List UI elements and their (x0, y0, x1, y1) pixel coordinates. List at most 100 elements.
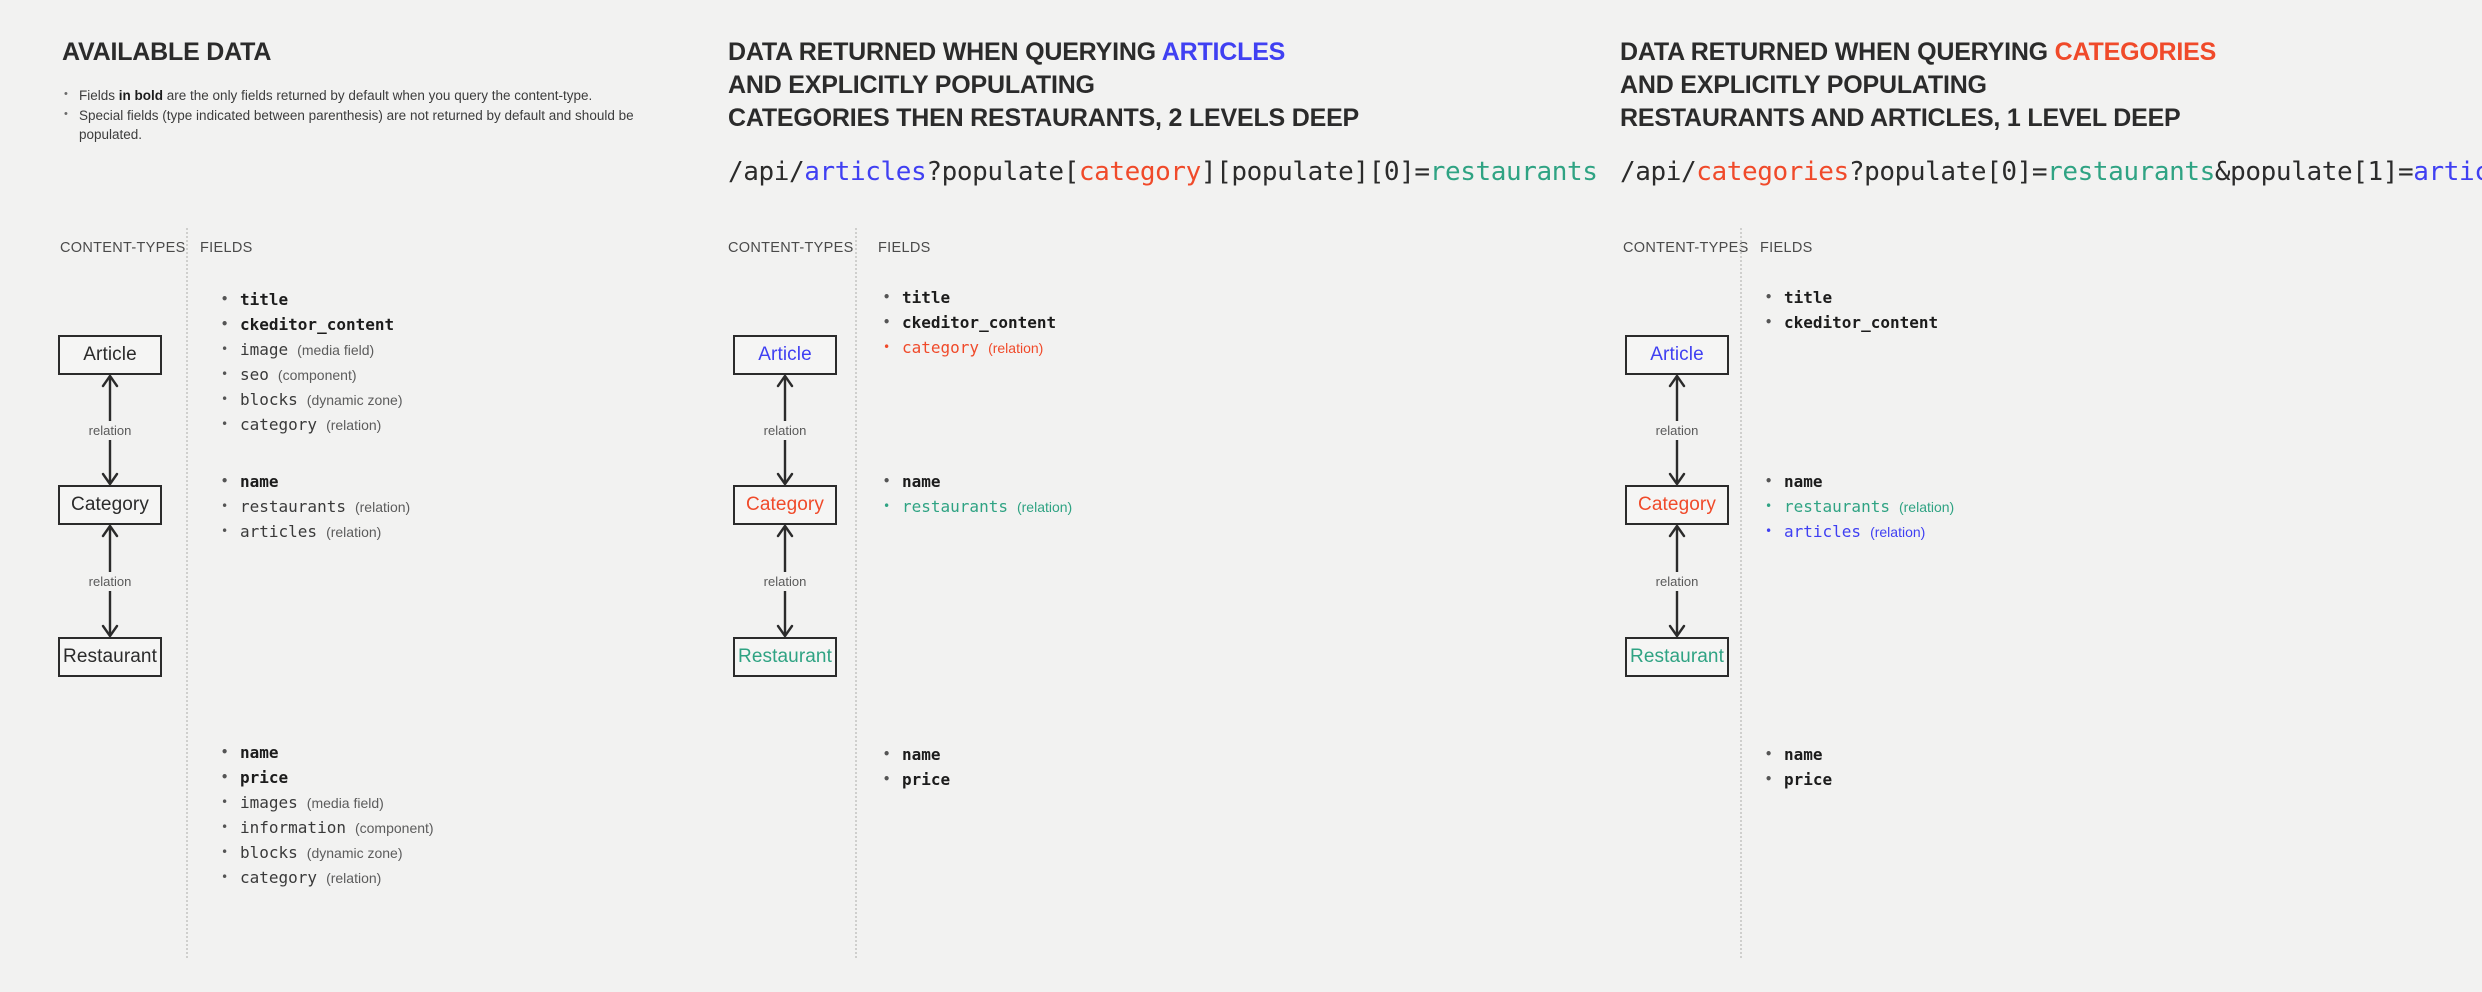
intro-notes: Fields in bold are the only fields retur… (62, 85, 682, 145)
heading-segment: ARTICLES (1161, 38, 1286, 66)
field-name: blocks (240, 390, 298, 409)
field-name: price (902, 770, 951, 789)
field-name: ckeditor_content (902, 313, 1057, 332)
field-name: name (240, 472, 279, 491)
field-row: title (218, 291, 403, 308)
content-type-box-restaurant[interactable]: Restaurant (733, 637, 837, 677)
api-query-string: /api/categories?populate[0]=restaurants&… (1620, 157, 2482, 187)
content-type-label: Category (71, 494, 149, 515)
content-type-box-article[interactable]: Article (1625, 335, 1729, 375)
field-list-article: titleckeditor_content (1762, 289, 1938, 340)
field-row: price (880, 770, 951, 789)
field-name: name (240, 743, 279, 762)
field-type: (relation) (326, 870, 382, 886)
relation-connector (93, 375, 127, 485)
field-row: name (218, 472, 410, 491)
relation-connector (1660, 525, 1694, 637)
content-type-label: Article (83, 344, 137, 365)
content-type-box-category[interactable]: Category (58, 485, 162, 525)
caption-content-types: CONTENT-TYPES (60, 240, 186, 256)
field-row: restaurants(relation) (1762, 497, 1954, 516)
relation-label: relation (1650, 421, 1704, 440)
caption-fields: FIELDS (200, 240, 253, 256)
field-name: seo (240, 365, 269, 384)
field-row: price (1762, 770, 1833, 789)
query-segment: restaurants (1429, 157, 1598, 187)
relation-connector (768, 525, 802, 637)
query-segment: articles (2413, 157, 2482, 187)
intro-bullet: Fields in bold are the only fields retur… (62, 85, 682, 105)
field-name: name (902, 745, 941, 764)
query-segment: &populate[1]= (2214, 157, 2414, 187)
field-row: category(relation) (218, 415, 403, 434)
field-row: price (218, 768, 434, 787)
content-type-label: Article (1650, 344, 1704, 365)
field-name: articles (1784, 522, 1862, 541)
query-segment: category (1078, 157, 1201, 187)
field-row: blocks(dynamic zone) (218, 843, 434, 862)
field-type: (dynamic zone) (306, 392, 403, 408)
content-type-box-restaurant[interactable]: Restaurant (1625, 637, 1729, 677)
relation-label: relation (758, 421, 812, 440)
heading-segment: RESTAURANTS AND ARTICLES, 1 LEVEL DEEP (1620, 104, 2181, 132)
field-row: category (relation) (218, 868, 434, 887)
heading-segment: AND EXPLICITLY POPULATING (728, 71, 1095, 99)
field-row: ckeditor_content (218, 315, 403, 334)
field-name: information (240, 818, 346, 837)
content-type-label: Category (1638, 494, 1716, 515)
content-type-box-article[interactable]: Article (733, 335, 837, 375)
heading-segment: DATA RETURNED WHEN QUERYING (728, 38, 1162, 66)
field-row: name (1762, 745, 1832, 764)
field-name: restaurants (902, 497, 1008, 516)
api-query-string: /api/articles?populate[category][populat… (728, 157, 1598, 187)
field-row: blocks (dynamic zone) (218, 390, 403, 409)
column-divider (855, 228, 857, 958)
field-name: ckeditor_content (240, 315, 395, 334)
field-row: name (1762, 473, 1954, 490)
column-divider (186, 228, 188, 958)
field-row: information(component) (218, 818, 434, 837)
field-list-article: title ckeditor_content image(media field) s… (218, 291, 403, 442)
field-name: image (240, 340, 289, 359)
caption-content-types: CONTENT-TYPES (1623, 240, 1749, 256)
content-type-label: Restaurant (738, 646, 832, 667)
field-name: name (1784, 745, 1823, 764)
field-row: image(media field) (218, 340, 403, 359)
field-list-restaurant: name price (880, 745, 951, 797)
field-row: restaurants(relation) (880, 497, 1072, 516)
field-row: articles (relation) (1762, 522, 1954, 541)
query-segment: categories (1696, 157, 1849, 187)
content-type-label: Category (746, 494, 824, 515)
field-name: restaurants (1784, 497, 1890, 516)
field-type: (relation) (354, 499, 411, 515)
field-name: price (1784, 770, 1833, 789)
content-type-box-restaurant[interactable]: Restaurant (58, 637, 162, 677)
field-type: (component) (277, 367, 357, 383)
content-type-box-category[interactable]: Category (733, 485, 837, 525)
field-name: price (240, 768, 289, 787)
field-row: name (218, 743, 434, 762)
relation-label: relation (758, 572, 812, 591)
field-row: category(relation) (880, 339, 1056, 356)
heading-segment: AVAILABLE DATA (62, 38, 272, 66)
field-row: name (880, 472, 1072, 491)
content-type-label: Restaurant (63, 646, 157, 667)
heading-segment: DATA RETURNED WHEN QUERYING (1620, 38, 2055, 66)
content-type-box-category[interactable]: Category (1625, 485, 1729, 525)
panel-heading: AVAILABLE DATA (62, 36, 271, 69)
field-list-category: name restaurants(relation) (880, 472, 1072, 524)
field-row: title (880, 289, 1056, 306)
query-segment: ?populate[0]= (1848, 157, 2048, 187)
content-type-label: Article (758, 344, 812, 365)
relation-connector (93, 525, 127, 637)
field-type: (media field) (306, 795, 384, 811)
field-name: name (902, 472, 941, 491)
field-type: (relation) (1870, 524, 1926, 540)
field-name: category (240, 415, 318, 434)
content-type-box-article[interactable]: Article (58, 335, 162, 375)
field-name: category (240, 868, 318, 887)
field-name: blocks (240, 843, 298, 862)
field-list-category: name restaurants(relation) articles (relati… (1762, 473, 1954, 549)
